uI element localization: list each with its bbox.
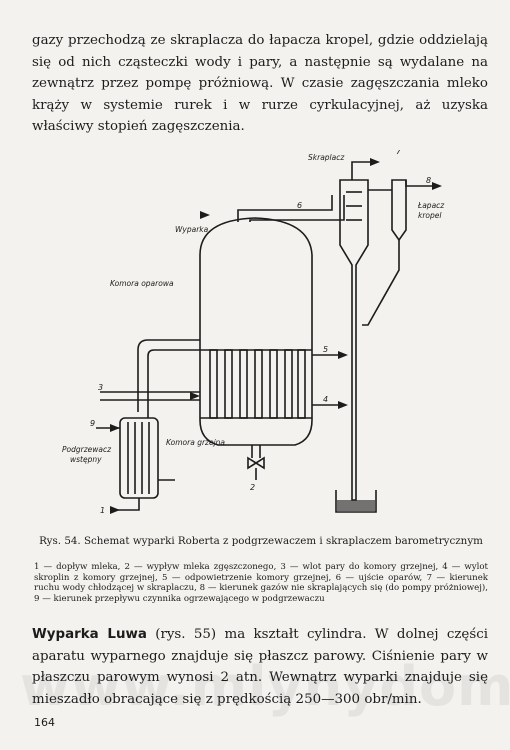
label-komora-grzejna: Komora grzejna [166, 438, 225, 447]
num-6: 6 [297, 201, 302, 210]
bottom-paragraph: Wyparka Luwa (rys. 55) ma kształt cylind… [32, 624, 488, 710]
num-5: 5 [323, 345, 328, 354]
condenser [339, 161, 392, 501]
num-8: 8 [426, 176, 431, 185]
top-paragraph: gazy przechodzą ze skraplacza do łapacza… [32, 33, 488, 134]
label-skraplacz: Skraplacz [308, 153, 345, 162]
barometric-tank [335, 490, 377, 513]
diagram-svg: Skraplacz Łapacz kropel Wyparka Komora o… [62, 150, 445, 515]
figure-legend: 1 — dopływ mleka, 2 — wypływ mleka zgęsz… [34, 562, 488, 604]
evaporator-diagram: Skraplacz Łapacz kropel Wyparka Komora o… [40, 150, 480, 530]
label-lapacz-2: kropel [418, 211, 442, 220]
label-lapacz-1: Łapacz [417, 201, 445, 210]
bottom-paragraph-text: (rys. 55) ma kształt cylindra. W dolnej … [32, 627, 488, 707]
evaporator-body [199, 217, 313, 446]
figure-caption: Rys. 54. Schemat wyparki Roberta z podgr… [39, 535, 483, 547]
label-podgrzewacz-2: wstępny [70, 455, 102, 464]
bottom-paragraph-bold: Wyparka Luwa [32, 627, 147, 642]
heating-tubes [209, 349, 306, 419]
label-komora-oparowa: Komora oparowa [110, 279, 174, 288]
page-number: 164 [34, 716, 55, 729]
num-1: 1 [100, 506, 105, 515]
outlet-valve [247, 456, 265, 470]
num-9: 9 [90, 419, 95, 428]
circulation-pipe [137, 339, 200, 412]
label-podgrzewacz-1: Podgrzewacz [62, 445, 112, 454]
label-wyparka: Wyparka [175, 225, 209, 234]
num-7: 7 [396, 150, 402, 156]
num-3: 3 [98, 383, 103, 392]
droplet-catcher [362, 179, 432, 326]
num-4: 4 [323, 395, 328, 404]
num-2: 2 [250, 483, 255, 492]
vapor-pipe [237, 195, 333, 222]
preheater [96, 417, 175, 511]
